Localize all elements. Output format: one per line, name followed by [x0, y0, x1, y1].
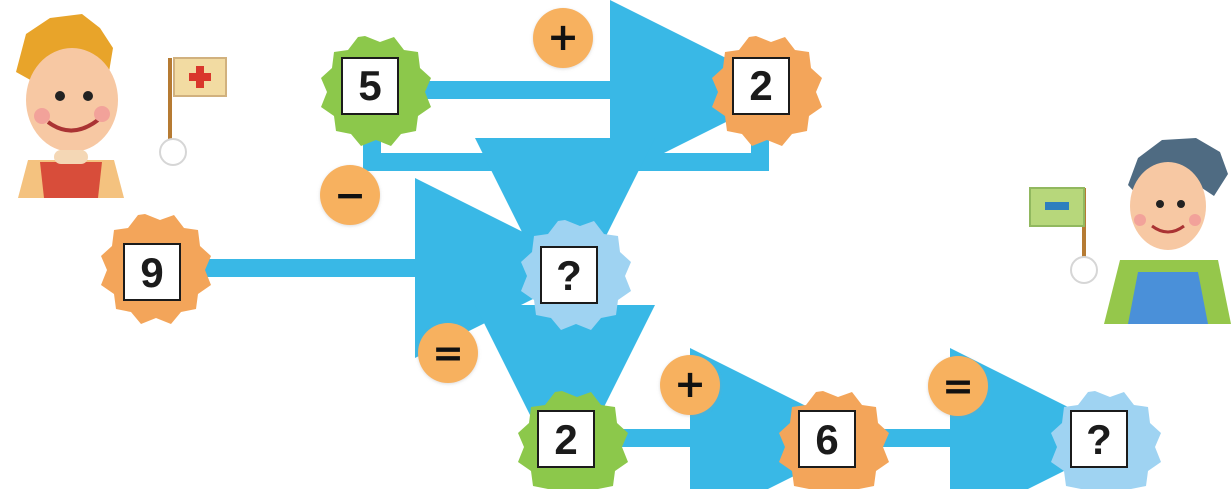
green-minus-flag-icon — [1045, 202, 1069, 210]
node-bottom-left: 2 — [518, 391, 628, 489]
bottom-equals-badge: = — [928, 356, 988, 416]
operator-badges: + − = + = — [320, 8, 988, 416]
vertical-equals-symbol: = — [432, 331, 464, 375]
number-box-bottom-middle — [798, 410, 856, 468]
left-character-overalls — [40, 162, 102, 198]
bottom-plus-badge: + — [660, 355, 720, 415]
node-top-right: 2 — [712, 36, 822, 146]
number-box-bottom-left — [537, 410, 595, 468]
right-character-cheek-left — [1134, 214, 1146, 226]
left-character-cheek-right — [94, 106, 110, 122]
value-top-left: 5 — [358, 62, 381, 109]
left-character — [16, 14, 227, 198]
right-character-eye-right — [1177, 200, 1185, 208]
red-plus-flag-icon — [189, 66, 211, 88]
value-bottom-right: ? — [1086, 416, 1112, 463]
node-bottom-middle: 6 — [779, 391, 889, 489]
right-character-face — [1130, 162, 1206, 250]
left-character-face — [26, 48, 118, 152]
left-character-collar — [54, 150, 88, 164]
right-flag — [1029, 187, 1085, 227]
right-character-hand — [1070, 256, 1098, 284]
bottom-equals-symbol: = — [942, 364, 974, 408]
left-character-eye-right — [83, 91, 93, 101]
number-box-top-right — [732, 57, 790, 115]
number-box-left — [123, 243, 181, 301]
number-box-top-left — [341, 57, 399, 115]
node-bottom-right: ? — [1051, 391, 1161, 489]
right-character-smile — [1151, 224, 1185, 234]
value-bottom-left: 2 — [554, 416, 577, 463]
value-left: 9 — [140, 249, 163, 296]
bottom-plus-symbol: + — [674, 362, 706, 406]
right-character — [1029, 138, 1231, 324]
left-character-smile — [46, 118, 100, 133]
left-character-cheek-left — [34, 108, 50, 124]
left-character-hand — [159, 138, 187, 166]
left-minus-badge: − — [320, 165, 380, 225]
left-minus-symbol: − — [334, 173, 366, 217]
value-top-right: 2 — [749, 62, 772, 109]
right-character-cheek-right — [1189, 214, 1201, 226]
left-character-eye-left — [55, 91, 65, 101]
number-box-center — [540, 246, 598, 304]
value-bottom-middle: 6 — [815, 416, 838, 463]
node-center: ? — [521, 220, 631, 330]
right-character-overalls — [1128, 272, 1208, 324]
value-center: ? — [556, 252, 582, 299]
vertical-equals-badge: = — [418, 323, 478, 383]
top-plus-symbol: + — [547, 15, 579, 59]
node-left: 9 — [101, 214, 211, 324]
node-top-left: 5 — [321, 36, 431, 146]
top-plus-badge: + — [533, 8, 593, 68]
number-box-bottom-right — [1070, 410, 1128, 468]
right-character-eye-left — [1156, 200, 1164, 208]
